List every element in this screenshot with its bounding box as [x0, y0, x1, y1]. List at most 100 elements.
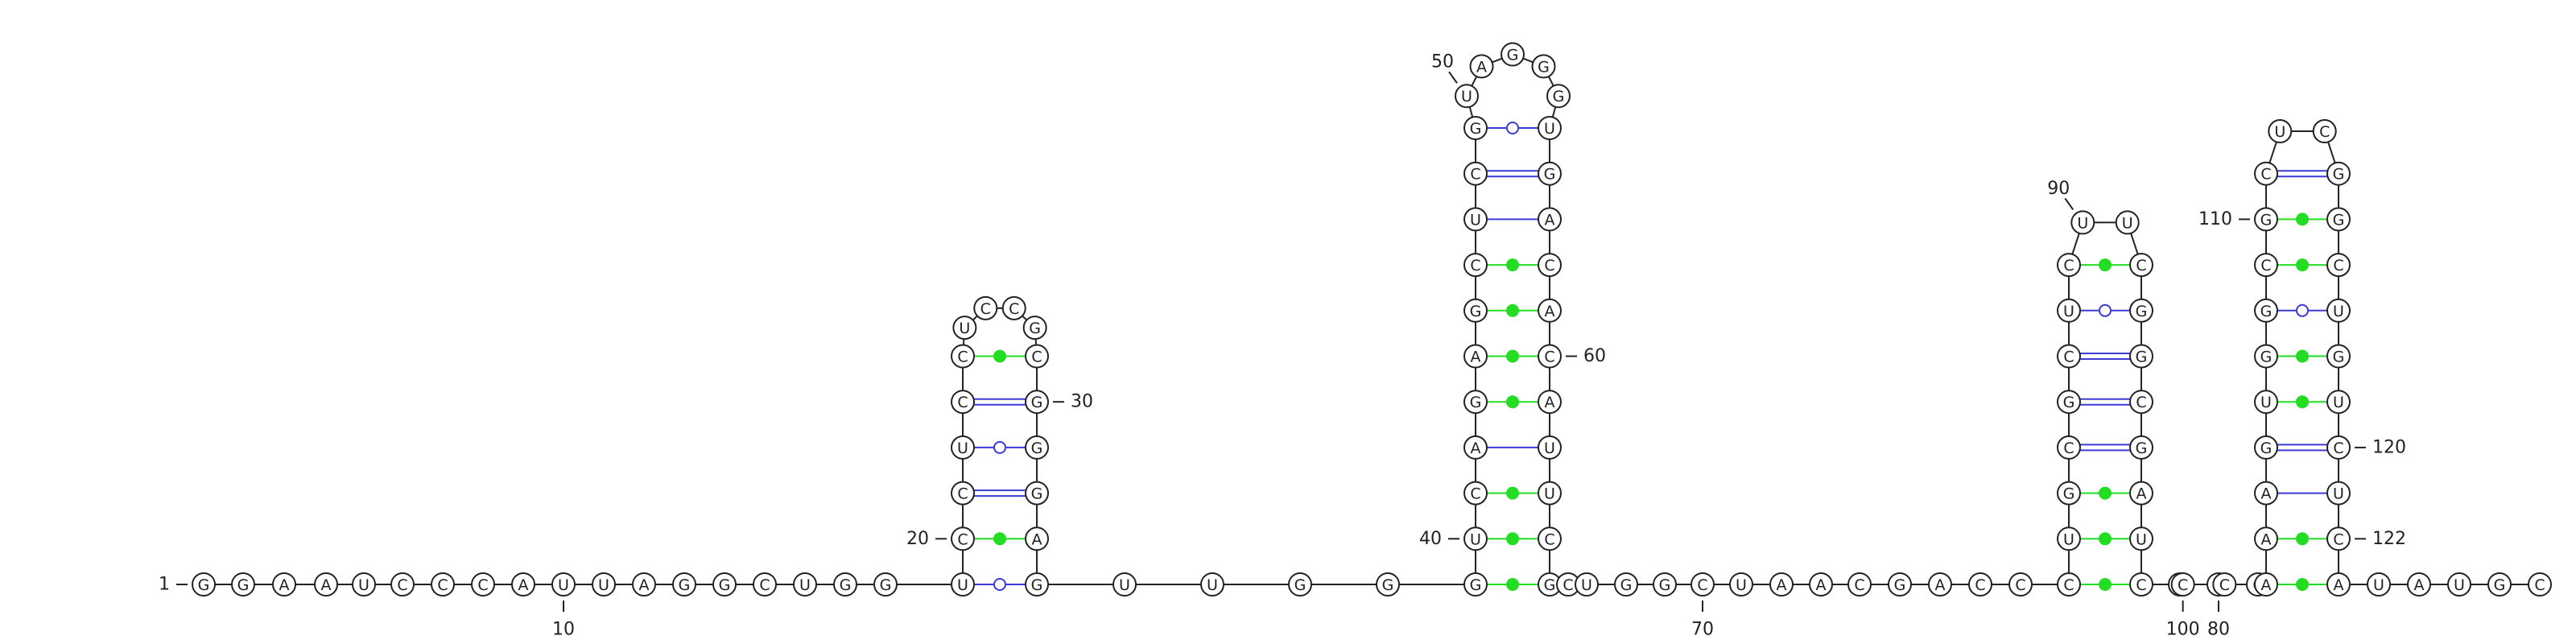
nucleotide-letter: U [2077, 214, 2088, 232]
nucleotide-circle [1546, 84, 1571, 109]
nucleotide-circle [2326, 481, 2351, 506]
nucleotide-letter: G [1470, 120, 1482, 138]
nucleotide-11: U [592, 572, 616, 597]
nucleotide-letter: U [799, 576, 811, 594]
base-pair-layer [974, 122, 2327, 591]
noncanonical-pair-marker [2099, 486, 2112, 500]
nucleotide-20: C [951, 526, 975, 551]
nucleotide-4: A [314, 572, 338, 597]
nucleotide-circle [1538, 481, 1562, 506]
nucleotide-letter: A [1471, 349, 1481, 366]
nucleotide-96: G [2129, 435, 2153, 460]
nucleotide-letter: A [1471, 440, 1481, 457]
nucleotide-letter: C [1544, 530, 1554, 548]
noncanonical-pair-marker [2296, 213, 2309, 226]
nucleotide-circle [1501, 42, 1525, 67]
nucleotide-121: U [2326, 481, 2351, 506]
nucleotide-letter: A [279, 576, 290, 594]
nucleotide-circle [2057, 298, 2081, 323]
nucleotide-circle [1200, 572, 1224, 597]
nucleotide-letter: C [2333, 440, 2343, 457]
nucleotide-39: G [1463, 572, 1488, 597]
nucleotide-circle [2070, 210, 2095, 235]
nucleotide-111: C [2254, 161, 2278, 186]
nucleotide-letter: U [358, 576, 369, 594]
nucleotide-letter: U [957, 440, 968, 457]
nucleotide-circle [390, 572, 415, 597]
noncanonical-pair-marker [2099, 258, 2112, 272]
gu-wobble-marker [1506, 122, 1519, 134]
nucleotide-84: G [2057, 481, 2081, 506]
nucleotide-90: U [2070, 210, 2095, 235]
nucleotide-letter: G [1029, 320, 1041, 337]
nucleotide-66: C [1556, 572, 1580, 597]
nucleotide-circle [2254, 572, 2278, 597]
position-label-60: 60 [1583, 346, 1606, 366]
nucleotide-circle [2487, 572, 2512, 597]
nucleotide-12: A [632, 572, 656, 597]
nucleotide-circle [952, 316, 977, 341]
nucleotide-circle [2326, 526, 2351, 551]
nucleotide-circle [431, 572, 455, 597]
nucleotide-letter: C [2178, 576, 2188, 594]
position-label-100: 100 [2166, 620, 2200, 640]
position-label-30: 30 [1071, 392, 1093, 412]
nucleotide-letter: U [957, 576, 968, 594]
nucleotide-120: C [2326, 435, 2351, 460]
nucleotide-letter: C [2063, 440, 2074, 457]
nucleotide-letter: G [2494, 576, 2506, 594]
nucleotide-circle [1025, 344, 1049, 369]
noncanonical-pair-marker [1506, 349, 1519, 363]
nucleotide-60: C [1538, 344, 1562, 369]
nucleotide-circle [712, 572, 737, 597]
nucleotide-circle [793, 572, 817, 597]
nucleotide-letter: G [840, 576, 852, 594]
nucleotide-letter: C [957, 394, 968, 411]
gu-wobble-marker [993, 440, 1006, 454]
nucleotide-36: U [1200, 572, 1224, 597]
nucleotide-letter: G [2260, 349, 2273, 366]
nucleotide-circle [1025, 435, 1049, 460]
nucleotide-letter: U [2260, 394, 2272, 411]
gu-wobble-marker [993, 578, 1006, 591]
nucleotide-letter: C [1544, 349, 1554, 366]
nucleotide-letter: G [1620, 576, 1633, 594]
nucleotide-58: C [1538, 253, 1562, 278]
nucleotide-18: G [873, 572, 898, 597]
nucleotide-88: U [2057, 298, 2081, 323]
nucleotide-circle [2528, 572, 2552, 597]
position-tick [2064, 197, 2074, 211]
position-label-50: 50 [1431, 52, 1454, 72]
nucleotide-circle [1538, 390, 1562, 415]
nucleotide-letter: G [1031, 576, 1043, 594]
nucleotide-letter: U [2333, 485, 2344, 503]
nucleotide-circle [2268, 119, 2293, 144]
nucleotide-circle [1769, 572, 1794, 597]
gu-wobble-marker [2296, 303, 2309, 317]
nucleotide-circle [2326, 572, 2351, 597]
nucleotide-circle [1463, 207, 1488, 232]
nucleotide-122: C [2326, 526, 2351, 551]
nucleotide-92: C [2129, 253, 2153, 278]
nucleotide-circle [1575, 572, 1599, 597]
nucleotide-circle [2057, 572, 2081, 597]
nucleotide-circle [2367, 572, 2391, 597]
nucleotide-40: U [1463, 526, 1488, 551]
nucleotide-letter: C [957, 349, 968, 366]
nucleotide-109: C [2254, 253, 2278, 278]
nucleotide-125: A [2407, 572, 2431, 597]
nucleotide-1: G [192, 572, 216, 597]
nucleotide-letter: U [2333, 394, 2344, 411]
noncanonical-pair-marker [2296, 258, 2309, 272]
nucleotide-letter: A [2414, 576, 2425, 594]
nucleotide-letter: U [1470, 211, 1481, 229]
nucleotide-circle [1025, 481, 1049, 506]
nucleotide-letter: G [2260, 303, 2273, 320]
nucleotide-letter: U [1461, 88, 1472, 105]
nucleotide-letter: G [1031, 440, 1043, 457]
nucleotide-24: C [951, 344, 975, 369]
nucleotide-43: G [1463, 390, 1488, 415]
nucleotide-letter: A [1545, 394, 1555, 411]
nucleotide-119: U [2326, 390, 2351, 415]
